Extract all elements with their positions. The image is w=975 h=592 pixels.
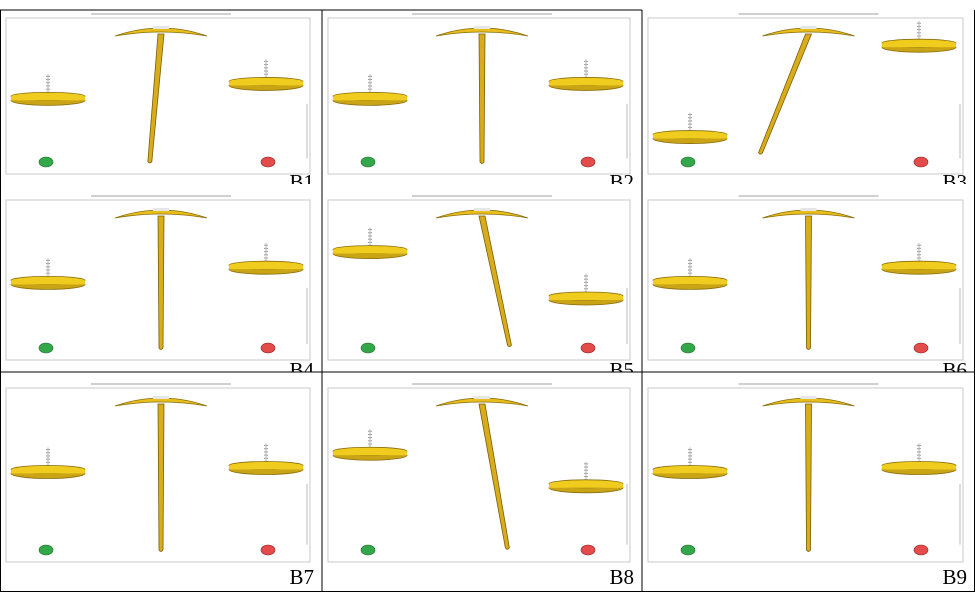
- pan-body: [549, 484, 623, 488]
- red-indicator-icon: [261, 157, 275, 167]
- beam-label: [153, 26, 169, 29]
- beam-label: [153, 208, 169, 211]
- red-indicator-icon: [581, 545, 595, 555]
- pan-body: [653, 135, 727, 139]
- panel-label: B8: [609, 567, 634, 588]
- panel-b8: B8: [322, 372, 642, 592]
- red-indicator-icon: [261, 545, 275, 555]
- pan-body: [549, 296, 623, 300]
- pointer-needle: [479, 34, 485, 164]
- red-indicator-icon: [914, 343, 928, 353]
- panel-b7: B7: [0, 372, 322, 592]
- green-indicator-icon: [361, 157, 375, 167]
- panel-b1: B1: [0, 0, 322, 184]
- pan-body: [882, 43, 956, 47]
- caption-line: [412, 13, 552, 15]
- pan-body: [333, 451, 407, 455]
- pan-body: [229, 466, 303, 470]
- scale-graphic: [322, 372, 642, 592]
- pan-body: [333, 96, 407, 100]
- caption-line: [412, 383, 552, 385]
- caption-line: [412, 195, 552, 197]
- side-caption: [626, 288, 628, 344]
- caption-line: [739, 13, 879, 15]
- scale-graphic: [322, 0, 642, 184]
- beam-label: [801, 26, 817, 29]
- panel-b6: B6: [642, 184, 975, 372]
- side-caption: [306, 104, 308, 159]
- panel-label: B9: [942, 567, 967, 588]
- pan-body: [882, 265, 956, 269]
- panel-b9: B9: [642, 372, 975, 592]
- pan-body: [653, 280, 727, 284]
- pan-body: [11, 470, 85, 474]
- red-indicator-icon: [581, 343, 595, 353]
- pan-body: [11, 280, 85, 284]
- chart-frame: [328, 388, 630, 562]
- caption-line: [91, 195, 231, 197]
- scale-graphic: [0, 0, 322, 184]
- scale-graphic: [0, 184, 322, 372]
- pan-body: [549, 81, 623, 85]
- beam-label: [474, 208, 490, 211]
- scale-graphic: [642, 372, 975, 592]
- green-indicator-icon: [681, 343, 695, 353]
- beam-label: [801, 396, 817, 399]
- side-caption: [959, 484, 961, 545]
- beam-label: [801, 208, 817, 211]
- panel-b4: B4: [0, 184, 322, 372]
- pan-body: [229, 81, 303, 85]
- pan-body: [333, 250, 407, 254]
- green-indicator-icon: [681, 545, 695, 555]
- chart-frame: [328, 200, 630, 360]
- scale-graphic: [642, 184, 975, 372]
- beam-label: [474, 396, 490, 399]
- red-indicator-icon: [914, 545, 928, 555]
- green-indicator-icon: [39, 157, 53, 167]
- side-caption: [306, 288, 308, 344]
- caption-line: [91, 383, 231, 385]
- green-indicator-icon: [361, 545, 375, 555]
- side-caption: [626, 104, 628, 159]
- pointer-needle: [158, 216, 164, 350]
- pan-body: [229, 265, 303, 269]
- red-indicator-icon: [261, 343, 275, 353]
- caption-line: [739, 195, 879, 197]
- caption-line: [739, 383, 879, 385]
- green-indicator-icon: [361, 343, 375, 353]
- panel-label: B7: [289, 567, 314, 588]
- panel-b5: B5: [322, 184, 642, 372]
- side-caption: [959, 288, 961, 344]
- red-indicator-icon: [914, 157, 928, 167]
- caption-line: [91, 13, 231, 15]
- beam-label: [153, 396, 169, 399]
- side-caption: [626, 484, 628, 545]
- green-indicator-icon: [681, 157, 695, 167]
- scale-graphic: [322, 184, 642, 372]
- pointer-needle: [806, 404, 812, 552]
- green-indicator-icon: [39, 343, 53, 353]
- scale-graphic: [642, 0, 975, 184]
- side-caption: [959, 104, 961, 159]
- pan-body: [11, 96, 85, 100]
- pointer-needle: [806, 216, 812, 350]
- pan-body: [882, 466, 956, 470]
- beam-label: [474, 26, 490, 29]
- panel-b3: B3: [642, 0, 975, 184]
- green-indicator-icon: [39, 545, 53, 555]
- side-caption: [306, 484, 308, 545]
- panel-b2: B2: [322, 0, 642, 184]
- scale-graphic: [0, 372, 322, 592]
- pointer-needle: [158, 404, 164, 552]
- pan-body: [653, 470, 727, 474]
- red-indicator-icon: [581, 157, 595, 167]
